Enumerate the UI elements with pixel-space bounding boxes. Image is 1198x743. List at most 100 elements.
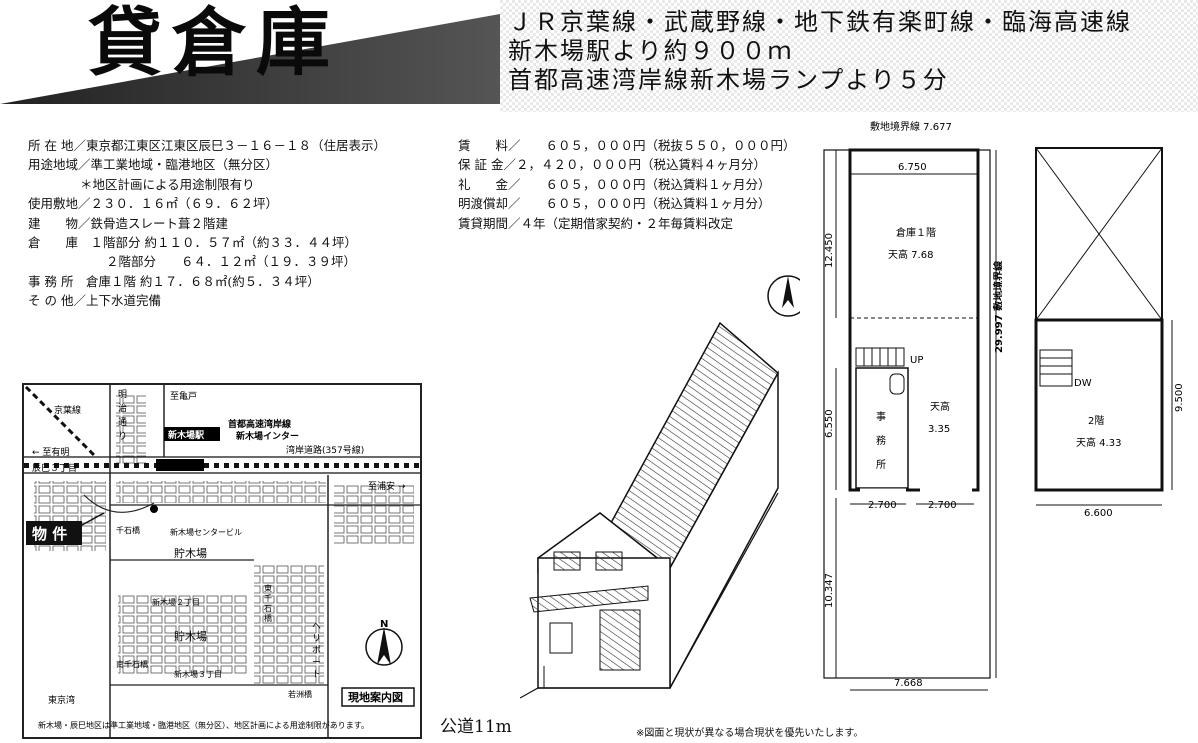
term-rent: 賃 料／ ６０５，０００円（税抜５５０，０００円） xyxy=(458,138,796,153)
road-label: 公道11m xyxy=(440,717,512,737)
map-meiji-3: 通 xyxy=(118,417,127,428)
shutter xyxy=(599,609,641,671)
map-meiji-4: り xyxy=(118,431,127,442)
map-higashi-3: 石 xyxy=(264,604,272,613)
lease-terms: 賃 料／ ６０５，０００円（税抜５５０，０００円） 保 証 金／２，４２０，００… xyxy=(458,136,796,233)
map-block xyxy=(116,395,146,465)
plan-office-1: 事 xyxy=(876,410,886,423)
plan-ceiling-label: 天高 xyxy=(930,400,950,413)
title-banner xyxy=(0,0,500,108)
floor-plan-1f: 敷地境界線 7.677 6.750 倉庫１階 天高 7.68 12.450 6.… xyxy=(823,120,1002,691)
map-meiji-1: 明 xyxy=(118,389,127,400)
plan-office-2: 務 xyxy=(876,434,886,447)
plan-site-boundary: 敷地境界線 7.677 xyxy=(870,120,952,133)
property-other: そ の 他／上下水道完備 xyxy=(28,293,161,309)
plan-wh1-height: 天高 7.68 xyxy=(888,248,933,261)
plan-floor2-width: 6.600 xyxy=(1084,508,1113,519)
plan-dim-6550: 6.550 xyxy=(824,409,835,438)
access-info: ＪＲ京葉線・武蔵野線・地下鉄有楽町線・臨海高速線 新木場駅より約９００ｍ 首都高… xyxy=(508,8,1132,95)
term-deposit: 保 証 金／２，４２０，０００円（税込賃料４ヶ月分） xyxy=(458,157,766,173)
map-higashi-2: 千 xyxy=(264,593,272,603)
map-lumber-pond-2: 貯木場 xyxy=(174,630,207,643)
floor2-room xyxy=(1034,318,1164,492)
plan-dim-10347: 10.347 xyxy=(824,573,835,608)
map-keiyo-line: 京葉線 xyxy=(54,404,81,416)
map-expressway: 首都高速湾岸線 xyxy=(228,418,291,430)
plan-ceiling-value: 3.35 xyxy=(928,424,950,435)
map-wakasu-bridge: 若洲橋 xyxy=(288,689,312,699)
rail-line xyxy=(24,463,420,468)
term-period: 賃貸期間／４年（定期借家契約・２年毎賃料改定 xyxy=(458,215,734,231)
plan-dim-2700a: 2.700 xyxy=(868,500,897,511)
compass-arrow-icon xyxy=(782,276,794,308)
term-key-money: 礼 金／ ６０５，０００円（税込賃料１ヶ月分） xyxy=(458,176,771,192)
map-footnote: 新木場・辰巳地区は準工業地域・臨港地区（無分区）、地区計画による用途制限がありま… xyxy=(38,720,369,730)
map-wangan-road: 湾岸道路(357号線) xyxy=(286,444,364,456)
map-heliport-4: ー xyxy=(312,658,321,668)
map-interchange: 新木場インター xyxy=(236,430,299,442)
plan-dim-9500: 9.500 xyxy=(1174,383,1185,412)
property-building: 建 物／鉄骨造スレート葺２階建 xyxy=(28,215,229,231)
compass xyxy=(767,275,800,317)
map-to-urayasu: 至浦安 → xyxy=(368,480,406,492)
map-heliport-1: ヘ xyxy=(312,622,321,632)
plan-dim-2700b: 2.700 xyxy=(928,500,957,511)
building-outline-1f xyxy=(848,148,980,492)
map-block xyxy=(118,595,248,675)
access-banner-bg xyxy=(500,0,1198,112)
map-to-kameido: 至亀戸 xyxy=(170,390,197,402)
map-block xyxy=(334,485,414,545)
map-station: 新木場駅 xyxy=(168,429,205,441)
access-line-3: 首都高速湾岸線新木場ランプより５分 xyxy=(508,66,949,94)
map-shinkiba2: 新木場２丁目 xyxy=(152,597,200,607)
property-zoning: 用途地域／準工業地域・臨港地区（無分区） xyxy=(28,157,279,173)
property-office: 事 務 所 倉庫１階 約１７．６８㎡(約５．３４坪） xyxy=(28,273,320,289)
map-higashi-4: 橋 xyxy=(264,613,272,623)
property-label-box xyxy=(26,521,82,545)
north-arrow-icon xyxy=(377,627,391,665)
property-warehouse-2f: ２階部分 ６４．１２㎡（１９．３９坪） xyxy=(106,254,357,270)
map-drawing: 京葉線 明 治 通 り 至亀戸 ← 至有明 辰巳３丁目 首都高速湾岸線 新木場イ… xyxy=(24,385,420,737)
access-line-2: 新木場駅より約９００ｍ xyxy=(508,37,794,65)
map-lumber-pond-1: 貯木場 xyxy=(174,547,207,560)
map-tatsumi3: 辰巳３丁目 xyxy=(32,463,77,474)
disclaimer: ※図面と現状が異なる場合現状を優先いたします。 xyxy=(636,728,864,739)
location-map: 京葉線 明 治 通 り 至亀戸 ← 至有明 辰巳３丁目 首都高速湾岸線 新木場イ… xyxy=(22,383,422,739)
map-higashi-1: 東 xyxy=(264,583,272,593)
map-north-label: N xyxy=(380,619,388,630)
plan-bottom-width: 7.668 xyxy=(894,678,923,689)
property-info: 所 在 地／東京都江東区江東区辰巳３－１６－１８（住居表示） 用途地域／準工業地… xyxy=(28,136,386,311)
property-site: 使用敷地／２３０．１６㎡（６９．６２坪） xyxy=(28,196,279,212)
map-tokyo-bay: 東京湾 xyxy=(48,694,75,706)
office-room xyxy=(855,367,909,489)
map-minami-senseki: 南千石橋 xyxy=(116,659,148,669)
property-zoning-note: ＊地区計画による用途制限有り xyxy=(80,176,255,192)
page-title: 貸倉庫 xyxy=(88,0,340,86)
map-caption-box xyxy=(341,687,415,707)
map-heliport-2: リ xyxy=(312,634,321,644)
access-line-1: ＪＲ京葉線・武蔵野線・地下鉄有楽町線・臨海高速線 xyxy=(508,8,1132,36)
station-marker xyxy=(156,459,204,471)
title-banner-graphic xyxy=(0,14,500,104)
map-block xyxy=(254,565,324,685)
plan-up: UP xyxy=(910,355,923,366)
map-senseki-bridge: 千石橋 xyxy=(116,525,140,535)
map-block xyxy=(116,481,326,503)
plan-side-boundary: 29.997 敷地境界線 xyxy=(992,261,1002,353)
plan-floor2-label: 2階 xyxy=(1088,415,1104,427)
map-heliport-3: ポ xyxy=(312,645,321,656)
map-shinkiba3: 新木場３丁目 xyxy=(174,669,222,679)
property-location: 所 在 地／東京都江東区江東区辰巳３－１６－１８（住居表示） xyxy=(28,138,386,153)
floor-plan-2f: DW 2階 天高 4.33 9.500 6.600 xyxy=(1034,147,1185,519)
map-meiji-2: 治 xyxy=(118,402,127,414)
map-center-building: 新木場センタービル xyxy=(170,527,242,537)
map-caption: 現地案内図 xyxy=(348,690,403,704)
keiyo-line-track xyxy=(24,385,96,457)
property-location-dot xyxy=(150,505,158,513)
map-property-label: 物 件 xyxy=(32,525,67,543)
map-to-ariake: ← 至有明 xyxy=(32,446,69,458)
plan-dim-12450: 12.450 xyxy=(824,233,835,268)
building-perspective xyxy=(520,275,800,699)
plan-office-3: 所 xyxy=(876,459,886,471)
plan-dw: DW xyxy=(1074,378,1092,389)
